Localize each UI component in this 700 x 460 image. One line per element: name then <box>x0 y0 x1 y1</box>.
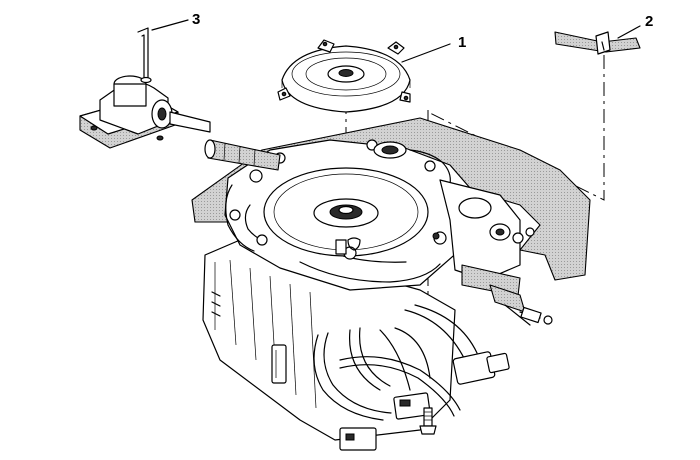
bolt <box>419 407 437 435</box>
callout-2: 2 <box>645 13 653 30</box>
holding-fixture <box>79 27 211 149</box>
support-bracket <box>554 31 641 55</box>
axle-shaft <box>204 139 281 171</box>
wiring-harness <box>271 304 510 451</box>
leader-2 <box>617 25 641 39</box>
right-support-rail <box>461 264 553 326</box>
transaxle-assembly <box>202 139 535 441</box>
callout-3: 3 <box>192 11 200 28</box>
harness-clip-left <box>271 344 287 384</box>
torque-converter <box>277 39 411 113</box>
callout-1: 1 <box>458 34 466 51</box>
leader-3 <box>151 19 189 31</box>
leader-1 <box>401 43 451 63</box>
harness-connector-lower <box>339 427 377 451</box>
